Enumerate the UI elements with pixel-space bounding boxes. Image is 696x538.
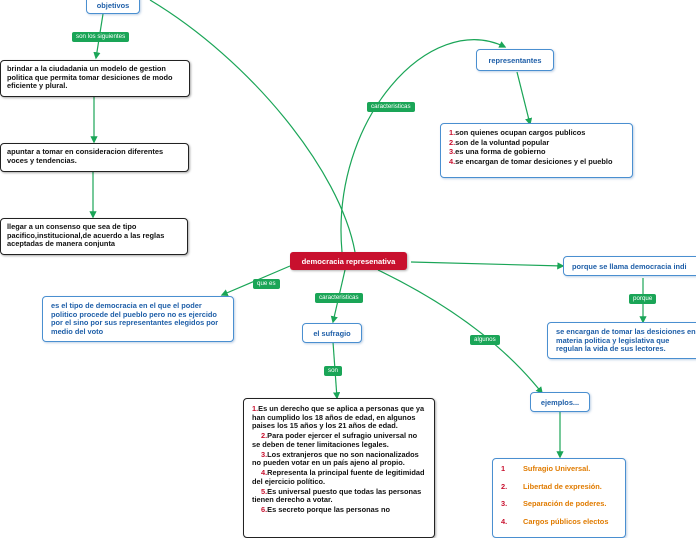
ejemplo-item-3: 3.Separación de poderes. — [501, 499, 607, 509]
representantes-node[interactable]: representantes — [476, 49, 554, 71]
ejemplo-item-2: 2.Libertad de expresión. — [501, 481, 602, 491]
sufragio-node[interactable]: el sufragio — [302, 323, 362, 343]
central-topic[interactable]: democracia represenativa — [290, 252, 407, 270]
objetivo-item-1-text: brindar a la ciudadania un modelo de ges… — [7, 64, 173, 91]
rep-item-1: 1.son quienes ocupan cargos publicos — [449, 128, 586, 137]
porque-llama-title: porque se llama democracia indi — [572, 262, 687, 271]
objetivo-item-2[interactable]: apuntar a tomar en consideracion diferen… — [0, 143, 189, 172]
objetivo-item-2-text: apuntar a tomar en consideracion diferen… — [7, 147, 164, 165]
sufragio-item-6: 6.Es secreto porque las personas no — [261, 505, 390, 515]
sufragio-item-5: 5.Es universal puesto que todas las pers… — [252, 486, 422, 505]
sufragio-title: el sufragio — [313, 329, 351, 338]
objetivos-node[interactable]: objetivos — [86, 0, 140, 14]
objetivos-title: objetivos — [96, 1, 130, 10]
tag-caracteristicas-top: caracteristicas — [367, 102, 415, 113]
definicion-text: es el tipo de democracia en el que el po… — [51, 301, 219, 337]
rep-item-3: 3.es una forma de gobierno — [449, 147, 546, 157]
representantes-list[interactable]: 1.son quienes ocupan cargos publicos 2.s… — [440, 123, 633, 178]
sufragio-item-4: 4.Representa la principal fuente de legi… — [252, 468, 425, 486]
objetivo-item-1[interactable]: brindar a la ciudadania un modelo de ges… — [0, 60, 190, 97]
representantes-title: representantes — [488, 56, 542, 65]
rep-item-4: 4.se encargan de tomar desiciones y el p… — [449, 157, 613, 167]
rep-item-2: 2.son de la voluntad popular — [449, 137, 550, 147]
tag-son: son — [324, 366, 342, 377]
definicion-node[interactable]: es el tipo de democracia en el que el po… — [42, 296, 234, 342]
ejemplos-node[interactable]: ejemplos... — [530, 392, 590, 412]
ejemplos-title: ejemplos... — [540, 398, 580, 407]
central-topic-label: democracia represenativa — [301, 256, 396, 266]
porque-texto: se encargan de tomar las desiciones en m… — [556, 327, 696, 354]
tag-son-los-siguientes: son los siguientes — [72, 32, 130, 43]
sufragio-item-1: 1.Es un derecho que se aplica a personas… — [252, 404, 425, 431]
porque-llama-node[interactable]: porque se llama democracia indi — [563, 256, 696, 276]
tag-que-es: que es — [253, 279, 280, 290]
tag-porque: porque — [629, 294, 657, 305]
sufragio-item-2: 2.Para poder ejercer el sufragio univers… — [252, 431, 418, 449]
sufragio-list[interactable]: 1.Es un derecho que se aplica a personas… — [243, 398, 435, 538]
connector-lines — [89, 0, 647, 459]
tag-algunos: algunos — [470, 335, 500, 346]
tag-caracteristicas-mid: caracteristicas — [315, 293, 363, 304]
porque-texto-node[interactable]: se encargan de tomar las desiciones en m… — [547, 322, 696, 359]
sufragio-item-3: 3.Los extranjeros que no son nacionaliza… — [252, 449, 419, 468]
objetivo-item-3-text: llegar a un consenso que sea de tipo pac… — [7, 222, 165, 249]
objetivo-item-3[interactable]: llegar a un consenso que sea de tipo pac… — [0, 218, 188, 255]
